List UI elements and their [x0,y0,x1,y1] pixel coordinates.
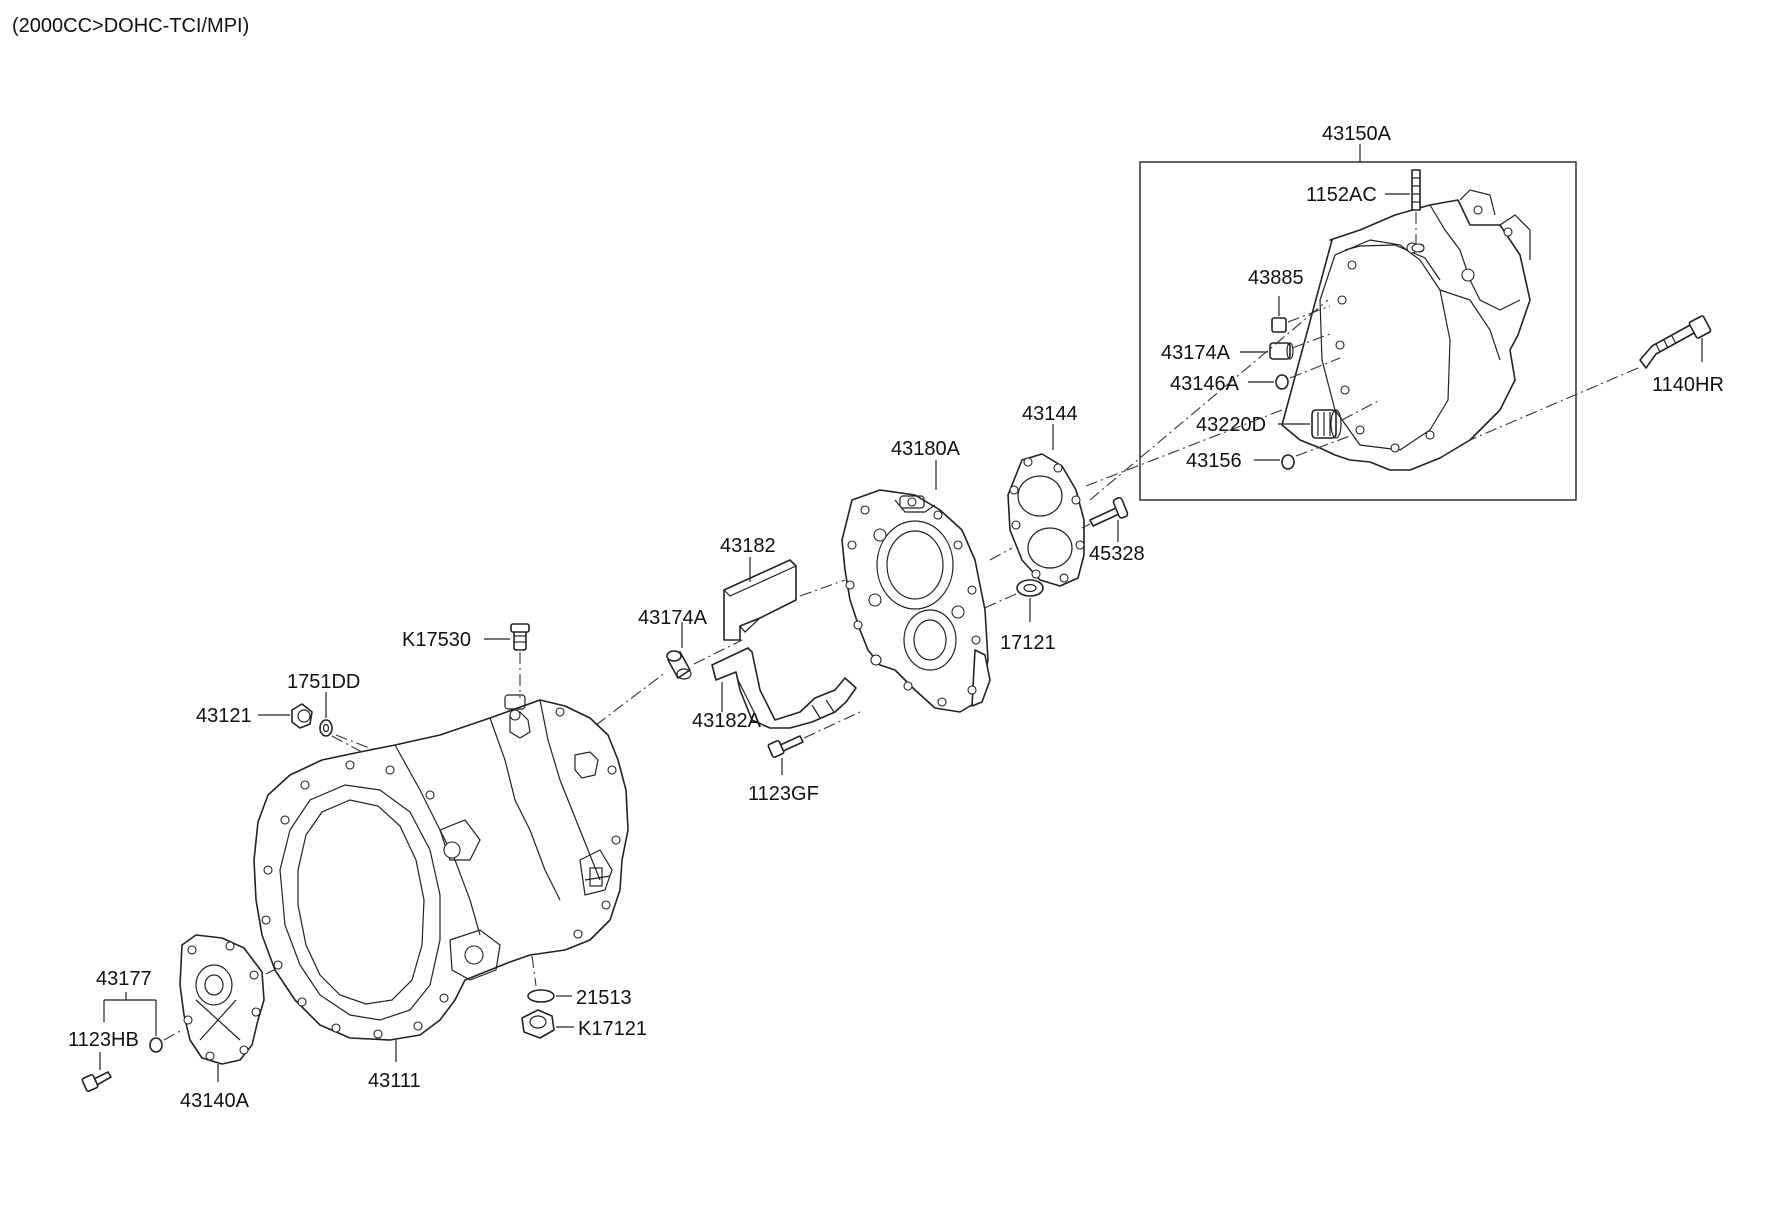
bracket-43182: 43182 [720,535,797,641]
label-1152AC[interactable]: 1152AC [1306,184,1377,206]
snap-ring-43156: 43156 [1186,435,1351,472]
label-43121[interactable]: 43121 [196,705,252,727]
bushing-43174A-front: 43174A [638,607,708,680]
label-K17121[interactable]: K17121 [578,1018,647,1040]
label-21513[interactable]: 21513 [576,987,632,1009]
label-43182A[interactable]: 43182A [692,710,762,732]
plug-43121: 43121 [196,703,313,729]
label-45328[interactable]: 45328 [1089,543,1145,565]
gasket-43144: 43144 [1007,403,1085,587]
screw-45328: 45328 [1081,496,1145,565]
assembly-axis-lines [265,299,1329,975]
label-1123GF[interactable]: 1123GF [748,783,819,805]
intermediate-plate-43180A: 43180A [841,438,991,713]
assembly-frame [1139,161,1577,501]
label-43182[interactable]: 43182 [720,535,776,557]
stud-1152AC: 1152AC [1306,169,1425,253]
label-1123HB[interactable]: 1123HB [68,1029,139,1051]
front-cover-43140A: 43140A [179,934,265,1112]
label-17121[interactable]: 17121 [1000,632,1056,654]
rear-case-housing [1281,189,1531,471]
transmission-case-43111: 43111 [253,694,629,1092]
label-43150A[interactable]: 43150A [1322,123,1392,145]
washer-1751DD: 1751DD [287,671,363,753]
label-43144[interactable]: 43144 [1022,403,1078,425]
label-1140HR[interactable]: 1140HR [1652,374,1724,396]
label-43174A-rear[interactable]: 43174A [1161,342,1231,364]
bolt-washer-group: 43177 1123HB [68,968,183,1092]
o-ring-43146A: 43146A [1170,357,1341,395]
bushing-43174A-rear: 43174A [1161,333,1331,364]
oil-seal-17121: 17121 [979,579,1056,654]
label-43146A[interactable]: 43146A [1170,373,1240,395]
label-43885[interactable]: 43885 [1248,267,1304,289]
label-43140A[interactable]: 43140A [180,1090,250,1112]
bearing-43220D: 43220D [1196,399,1381,439]
label-1751DD[interactable]: 1751DD [287,671,360,693]
drain-plug-K17121: K17121 [521,1009,647,1040]
label-43220D[interactable]: 43220D [1196,414,1266,436]
bracket-43182A: 43182A [692,647,857,732]
breather-K17530: K17530 [402,623,530,698]
dowel-pin-43885: 43885 [1248,267,1331,333]
label-43156[interactable]: 43156 [1186,450,1242,472]
bolt-1123HB [81,1052,112,1092]
label-43174A-front[interactable]: 43174A [638,607,708,629]
label-43177[interactable]: 43177 [96,968,152,990]
label-43111[interactable]: 43111 [368,1070,421,1092]
bolt-1140HR: 1140HR [1469,315,1724,441]
rear-case-assembly-box: 43150A [1139,123,1577,501]
engine-spec-heading: (2000CC>DOHC-TCI/MPI) [12,15,249,37]
bolt-1123GF: 1123GF [748,711,861,805]
label-43180A[interactable]: 43180A [891,438,961,460]
o-ring-21513: 21513 [527,955,632,1009]
label-K17530[interactable]: K17530 [402,629,471,651]
washer-icon [149,1037,163,1053]
